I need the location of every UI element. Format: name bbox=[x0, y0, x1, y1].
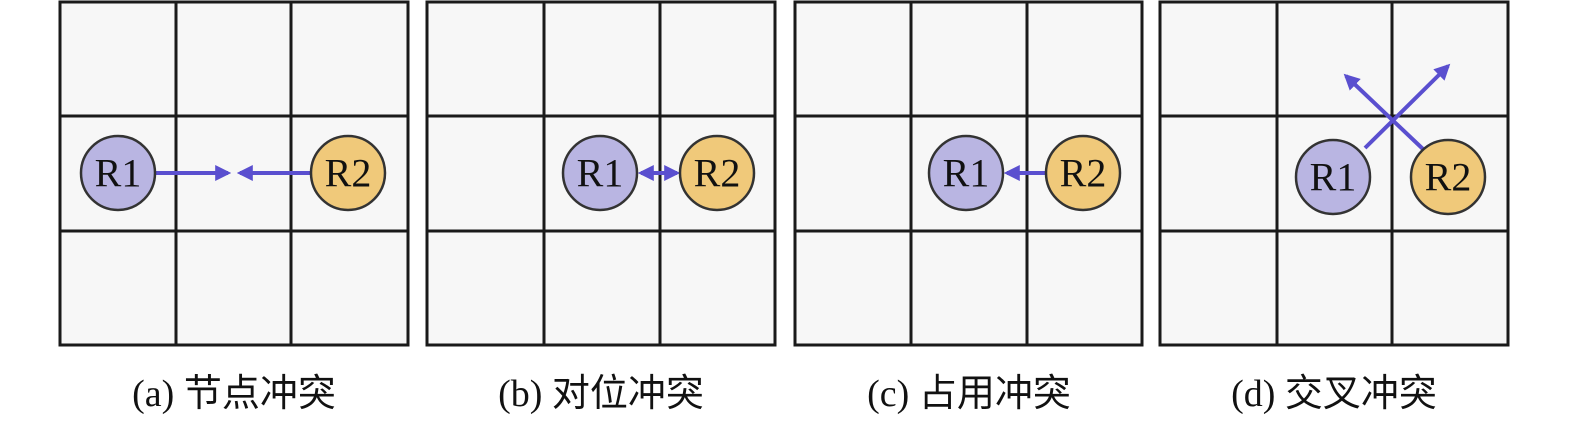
caption: (d) 交叉冲突 bbox=[1231, 373, 1437, 415]
robot-r2 bbox=[678, 134, 756, 212]
robot-r1 bbox=[1294, 138, 1372, 216]
caption: (c) 占用冲突 bbox=[867, 373, 1071, 415]
robot-r1-label: R1 bbox=[1310, 155, 1357, 200]
robot-r2 bbox=[1409, 138, 1487, 216]
panel-cross-conflict: R1 R2 (d) 交叉冲突 bbox=[1158, 0, 1510, 415]
robot-r1 bbox=[561, 134, 639, 212]
robot-r2-label: R2 bbox=[694, 151, 741, 196]
robot-r1-label: R1 bbox=[95, 151, 142, 196]
robot-r2-label: R2 bbox=[1060, 151, 1107, 196]
arrow-r1-up-right bbox=[1363, 63, 1451, 150]
arrow-r2-up-left bbox=[1343, 73, 1426, 152]
robot-r1 bbox=[927, 134, 1005, 212]
robot-r2 bbox=[1044, 134, 1122, 212]
robot-r2-label: R2 bbox=[1425, 155, 1472, 200]
robot-r1-label: R1 bbox=[577, 151, 624, 196]
robot-r2-label: R2 bbox=[325, 151, 372, 196]
panel-swap-conflict: R1 R2 (b) 对位冲突 bbox=[425, 0, 777, 415]
grid bbox=[425, 0, 777, 347]
robot-r2 bbox=[309, 134, 387, 212]
grid bbox=[1158, 0, 1510, 347]
grid bbox=[58, 0, 410, 347]
caption: (b) 对位冲突 bbox=[498, 373, 704, 415]
panel-node-conflict: R1 R2 (a) 节点冲突 bbox=[58, 0, 410, 415]
robot-r1 bbox=[79, 134, 157, 212]
robot-r1-label: R1 bbox=[943, 151, 990, 196]
panel-occupancy-conflict: R1 R2 (c) 占用冲突 bbox=[793, 0, 1144, 415]
caption: (a) 节点冲突 bbox=[132, 373, 336, 415]
